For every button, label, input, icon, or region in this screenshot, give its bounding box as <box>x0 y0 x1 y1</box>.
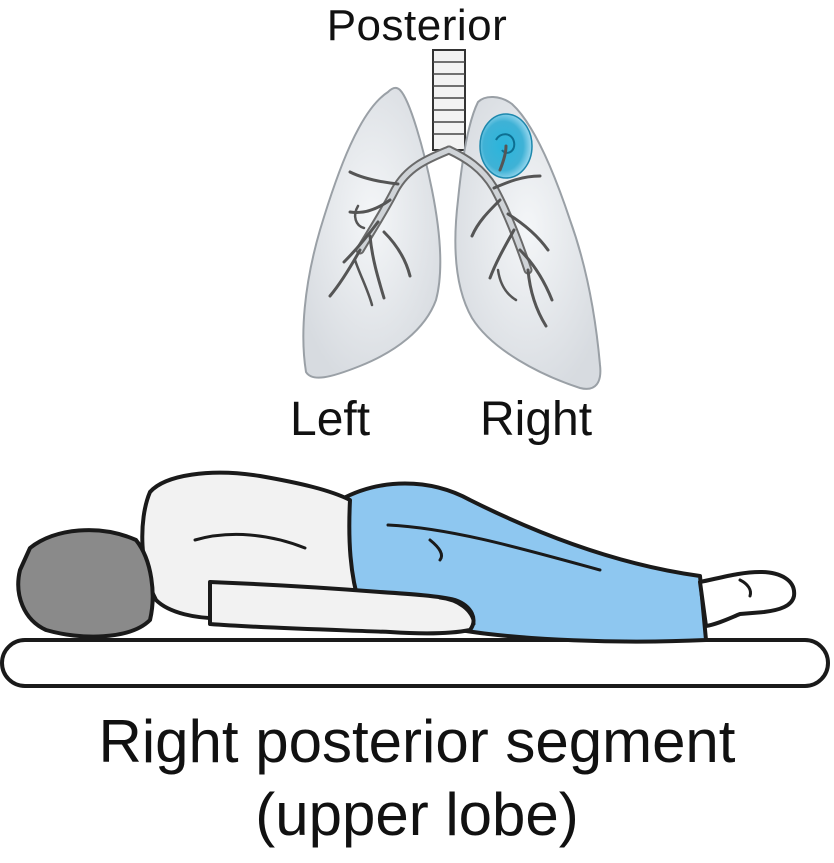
right-lung-label: Right <box>480 393 593 446</box>
caption-line-2: (upper lobe) <box>255 781 579 848</box>
left-lung-label: Left <box>290 393 371 446</box>
patient-head <box>16 528 155 639</box>
bronchial-tree <box>328 144 554 328</box>
caption-line-1: Right posterior segment <box>98 708 736 775</box>
patient-figure <box>16 470 797 644</box>
trachea <box>432 49 466 151</box>
patient-feet <box>698 570 797 628</box>
exam-table <box>0 638 830 688</box>
posterior-label: Posterior <box>326 1 508 50</box>
